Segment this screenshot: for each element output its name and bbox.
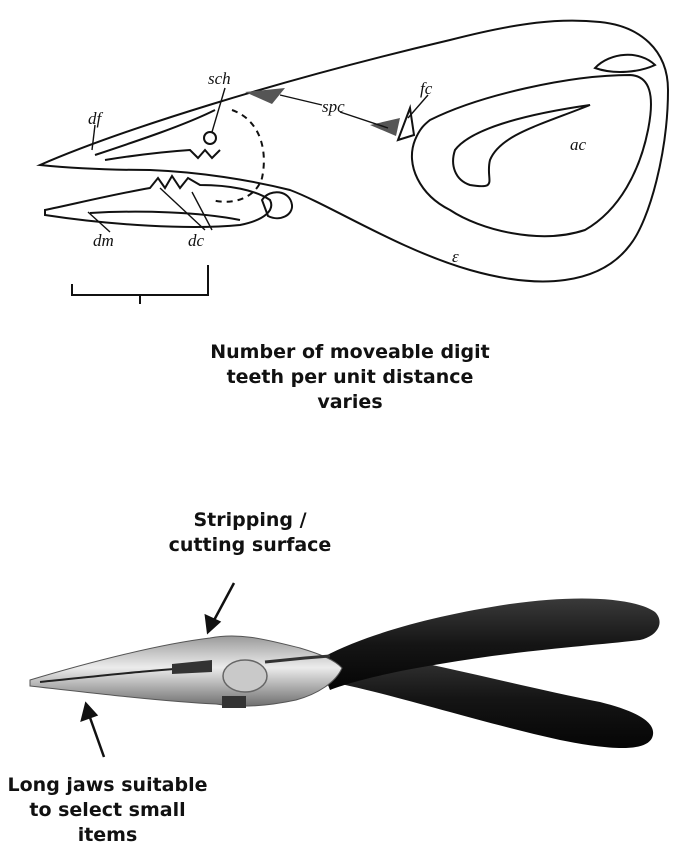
leader-sch xyxy=(211,87,226,133)
pliers-pivot xyxy=(222,659,268,693)
apodeme-chamber xyxy=(410,73,652,238)
caption-teeth: Number of moveable digit teeth per unit … xyxy=(170,340,530,415)
moveable-digit xyxy=(44,174,273,228)
caption-jaws-line-1: Long jaws suitable xyxy=(7,774,208,796)
annotation-arrows xyxy=(80,582,236,758)
label-sch: sch xyxy=(208,69,231,88)
leader-dm xyxy=(87,211,111,233)
label-ac: ac xyxy=(570,135,587,154)
arrow-jaws xyxy=(86,711,106,758)
fixed-digit-teeth xyxy=(104,148,221,161)
pliers-stripping-teeth xyxy=(264,654,331,664)
label-dm: dm xyxy=(93,231,114,250)
leader-fc xyxy=(407,94,429,119)
articulation-dashed xyxy=(211,109,265,203)
leader-df xyxy=(91,124,96,151)
joint-condyle xyxy=(260,191,294,220)
label-fc: fc xyxy=(420,79,433,98)
caption-jaws: Long jaws suitable to select small items xyxy=(0,773,215,848)
caption-jaws-line-2: to select small xyxy=(29,799,186,821)
fixed-digit-inner xyxy=(94,109,216,156)
caption-teeth-line-3: varies xyxy=(317,391,383,413)
leader-spc-2 xyxy=(339,111,389,129)
arrow-jaws-head xyxy=(80,701,99,722)
moveable-digit-inner xyxy=(89,210,241,221)
label-dc: dc xyxy=(188,231,205,250)
label-spc: spc xyxy=(322,97,345,116)
caption-jaws-line-3: items xyxy=(77,824,138,846)
label-g: ɛ xyxy=(452,247,459,266)
caption-teeth-line-2: teeth per unit distance xyxy=(226,366,474,388)
caption-stripping-line-1: Stripping / xyxy=(193,509,307,531)
pliers-joint-notch xyxy=(222,696,246,708)
distance-bracket xyxy=(71,265,209,304)
arrow-stripping xyxy=(210,582,236,625)
pliers-cutting-edge xyxy=(172,660,212,674)
spc-mark-1 xyxy=(245,88,285,104)
claw-diagram xyxy=(36,19,670,304)
caption-teeth-line-1: Number of moveable digit xyxy=(210,341,490,363)
socket xyxy=(203,131,217,145)
caption-stripping: Stripping / cutting surface xyxy=(145,508,355,558)
leader-dc-2 xyxy=(191,191,213,231)
caption-stripping-line-2: cutting surface xyxy=(168,534,332,556)
arrow-stripping-head xyxy=(204,613,222,635)
leader-dc-1 xyxy=(159,187,206,231)
claw-outline xyxy=(36,19,670,283)
apodeme-inner xyxy=(452,104,591,188)
pliers-lower-handle xyxy=(320,648,654,748)
label-df: df xyxy=(88,109,104,128)
upper-notch xyxy=(593,53,657,73)
fc-mark xyxy=(396,104,416,142)
pliers-upper-handle xyxy=(318,598,660,690)
pliers-photo xyxy=(29,598,660,748)
leader-spc-1 xyxy=(279,94,323,106)
